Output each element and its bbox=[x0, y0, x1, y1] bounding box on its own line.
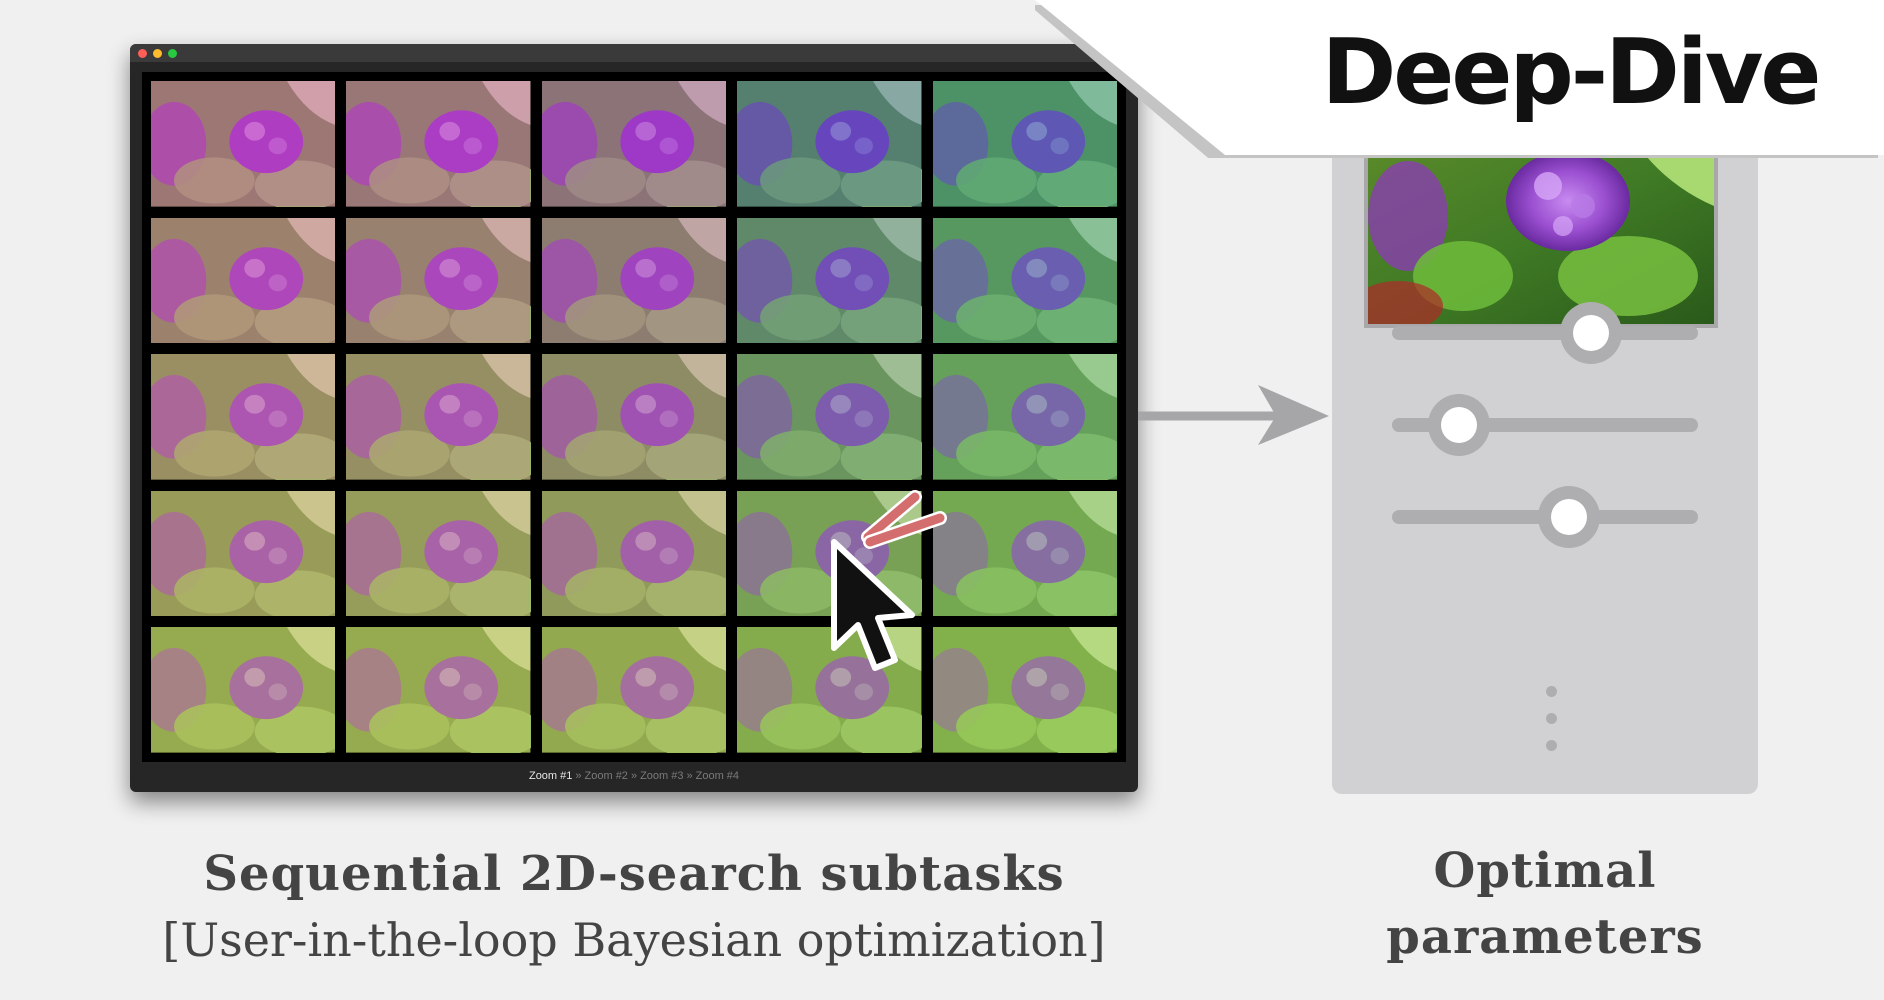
title-banner: Deep-Dive bbox=[1035, 0, 1884, 158]
candidate-thumbnail[interactable] bbox=[932, 627, 1117, 753]
candidate-thumbnail[interactable] bbox=[541, 490, 727, 617]
result-image-preview bbox=[1364, 142, 1718, 328]
candidate-thumbnail[interactable] bbox=[737, 217, 922, 344]
app-window: Zoom #1»Zoom #2»Zoom #3»Zoom #4 bbox=[130, 44, 1138, 792]
right-caption-line-1: Optimal bbox=[1433, 843, 1657, 899]
candidate-thumbnail[interactable] bbox=[346, 627, 531, 753]
candidate-thumbnail[interactable] bbox=[737, 81, 922, 207]
zoom-breadcrumb: Zoom #1»Zoom #2»Zoom #3»Zoom #4 bbox=[130, 770, 1138, 782]
flower-photo bbox=[737, 81, 922, 207]
flower-photo bbox=[541, 354, 727, 480]
breadcrumb-separator: » bbox=[630, 770, 638, 782]
flower-photo bbox=[151, 627, 336, 753]
parameter-slider-1[interactable] bbox=[1392, 292, 1698, 372]
candidate-thumbnail[interactable] bbox=[541, 627, 727, 753]
candidate-thumbnail[interactable] bbox=[932, 490, 1117, 617]
parameter-slider-3[interactable] bbox=[1392, 476, 1698, 556]
candidate-thumbnail[interactable] bbox=[346, 217, 531, 344]
left-caption-title: Sequential 2D-search subtasks bbox=[203, 846, 1065, 902]
flower-photo bbox=[541, 490, 727, 617]
candidate-thumbnail[interactable] bbox=[151, 354, 336, 480]
close-window-button[interactable] bbox=[138, 49, 147, 58]
candidate-thumbnail[interactable] bbox=[932, 81, 1117, 207]
candidate-thumbnail[interactable] bbox=[151, 81, 336, 207]
flower-photo bbox=[346, 354, 531, 480]
slider-knob[interactable] bbox=[1428, 394, 1490, 456]
banner-title: Deep-Dive bbox=[1321, 20, 1822, 125]
breadcrumb-separator: » bbox=[575, 770, 582, 782]
arrow-right-icon bbox=[1138, 385, 1329, 445]
candidate-thumbnail[interactable] bbox=[541, 81, 727, 207]
flower-photo bbox=[346, 81, 531, 207]
flower-photo bbox=[346, 217, 531, 344]
flower-photo bbox=[932, 217, 1117, 344]
flower-photo bbox=[541, 217, 727, 344]
flower-photo bbox=[346, 490, 531, 617]
right-caption: Optimal parameters bbox=[1332, 838, 1758, 970]
breadcrumb-zoom-1[interactable]: Zoom #1 bbox=[528, 770, 573, 782]
flower-photo bbox=[151, 490, 336, 617]
cursor-click-indicator bbox=[831, 490, 947, 671]
breadcrumb-zoom-4[interactable]: Zoom #4 bbox=[695, 770, 740, 782]
window-titlebar bbox=[130, 44, 1138, 62]
candidate-thumbnail[interactable] bbox=[346, 354, 531, 480]
flower-photo bbox=[541, 81, 727, 207]
candidate-thumbnail[interactable] bbox=[151, 627, 336, 753]
left-caption: Sequential 2D-search subtasks [User-in-t… bbox=[130, 838, 1138, 970]
breadcrumb-zoom-2[interactable]: Zoom #2 bbox=[584, 770, 628, 782]
flower-photo bbox=[932, 490, 1117, 617]
candidate-thumbnail[interactable] bbox=[737, 354, 922, 480]
parameter-slider-2[interactable] bbox=[1392, 384, 1698, 464]
candidate-thumbnail[interactable] bbox=[346, 81, 531, 207]
minimize-window-button[interactable] bbox=[153, 49, 162, 58]
vertical-ellipsis-icon bbox=[1546, 686, 1558, 776]
slider-track bbox=[1392, 326, 1698, 340]
mouse-pointer-icon bbox=[831, 539, 915, 671]
flower-photo bbox=[151, 217, 336, 344]
flower-photo bbox=[1368, 146, 1714, 324]
candidate-thumbnail[interactable] bbox=[346, 490, 531, 617]
candidate-thumbnail[interactable] bbox=[541, 354, 727, 480]
candidate-image-grid bbox=[142, 72, 1126, 762]
candidate-thumbnail[interactable] bbox=[541, 217, 727, 344]
slider-knob[interactable] bbox=[1538, 486, 1600, 548]
zoom-window-button[interactable] bbox=[168, 49, 177, 58]
flower-photo bbox=[932, 81, 1117, 207]
flower-photo bbox=[346, 627, 531, 753]
candidate-thumbnail[interactable] bbox=[151, 490, 336, 617]
slider-knob[interactable] bbox=[1560, 302, 1622, 364]
flower-photo bbox=[541, 627, 727, 753]
click-mark-line bbox=[863, 492, 920, 542]
flower-photo bbox=[151, 354, 336, 480]
flower-photo bbox=[932, 627, 1117, 753]
right-caption-line-2: parameters bbox=[1386, 909, 1704, 965]
breadcrumb-separator: » bbox=[686, 770, 693, 782]
candidate-thumbnail[interactable] bbox=[151, 217, 336, 344]
banner-shape bbox=[1035, 0, 1884, 158]
candidate-thumbnail[interactable] bbox=[932, 217, 1117, 344]
click-mark-line bbox=[865, 513, 945, 547]
breadcrumb-zoom-3[interactable]: Zoom #3 bbox=[640, 770, 684, 782]
flower-photo bbox=[737, 217, 922, 344]
flower-photo bbox=[932, 354, 1117, 480]
flower-photo bbox=[737, 354, 922, 480]
parameter-panel bbox=[1332, 126, 1758, 794]
left-caption-subtitle: [User-in-the-loop Bayesian optimization] bbox=[162, 913, 1106, 967]
flower-photo bbox=[151, 81, 336, 207]
candidate-thumbnail[interactable] bbox=[932, 354, 1117, 480]
